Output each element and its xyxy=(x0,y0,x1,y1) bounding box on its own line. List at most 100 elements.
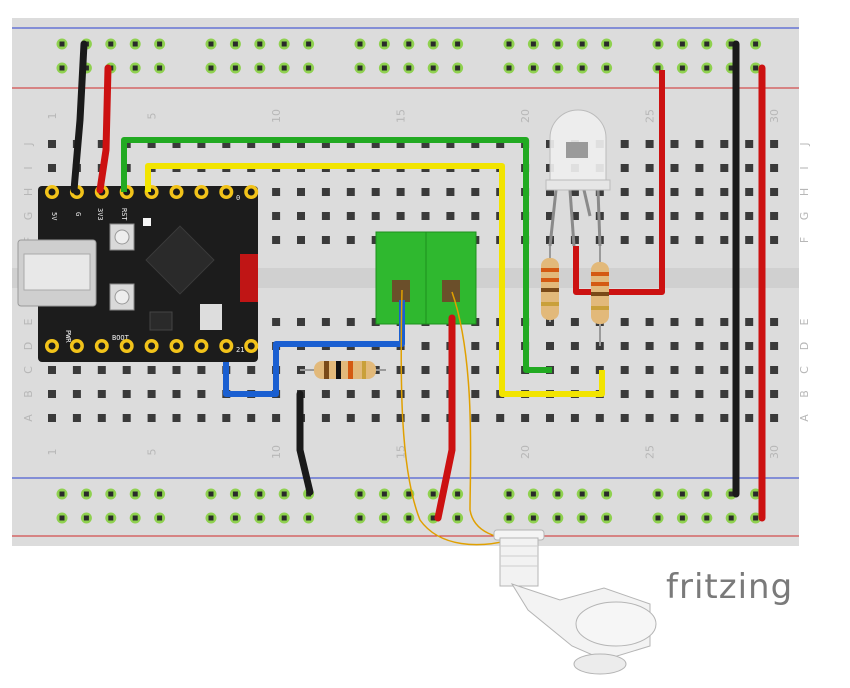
rail-hole-center xyxy=(655,65,661,71)
breadboard-hole xyxy=(645,140,654,148)
breadboard-hole xyxy=(471,140,480,148)
breadboard-hole xyxy=(695,366,704,374)
breadboard-hole xyxy=(645,318,654,326)
breadboard-hole xyxy=(272,414,281,422)
breadboard-hole xyxy=(122,390,131,398)
rail-hole-center xyxy=(753,491,759,497)
breadboard-hole xyxy=(695,212,704,220)
breadboard-hole xyxy=(546,188,554,196)
rail-hole-center xyxy=(753,41,759,47)
rail-hole-center xyxy=(208,491,214,497)
column-label: 10 xyxy=(270,109,283,123)
antenna xyxy=(240,254,258,302)
breadboard-hole xyxy=(620,318,629,326)
breadboard-hole xyxy=(396,188,405,196)
breadboard-hole xyxy=(770,390,779,398)
breadboard-hole xyxy=(645,342,654,350)
row-label: E xyxy=(22,318,35,325)
breadboard-hole xyxy=(97,140,106,148)
rail-hole-center xyxy=(604,41,610,47)
row-label: D xyxy=(22,342,35,350)
column-label: 25 xyxy=(644,445,657,459)
breadboard-hole xyxy=(147,366,156,374)
rail-hole-center xyxy=(281,41,287,47)
mcu-pin-hole xyxy=(98,342,106,350)
row-label: C xyxy=(798,366,811,374)
rail-hole-center xyxy=(381,41,387,47)
column-label: 5 xyxy=(146,113,159,120)
breadboard-hole xyxy=(720,366,729,374)
breadboard-hole xyxy=(446,140,455,148)
row-label: I xyxy=(22,166,35,169)
column-label: 25 xyxy=(644,109,657,123)
rail-hole-center xyxy=(232,65,238,71)
breadboard-hole xyxy=(720,212,729,220)
breadboard-hole xyxy=(371,140,380,148)
breadboard-hole xyxy=(72,366,81,374)
rail-hole-center xyxy=(157,491,163,497)
row-label: G xyxy=(798,212,811,221)
breadboard-hole xyxy=(48,414,56,422)
rail-hole-center xyxy=(208,41,214,47)
wire-red-power-top xyxy=(96,64,112,194)
breadboard-hole xyxy=(620,140,629,148)
breadboard-hole xyxy=(745,390,754,398)
breadboard-hole xyxy=(670,342,679,350)
breadboard-hole xyxy=(546,414,554,422)
breadboard-hole xyxy=(122,366,131,374)
breadboard-hole xyxy=(670,188,679,196)
breadboard-hole xyxy=(421,342,430,350)
mcu-pin-hole xyxy=(48,342,56,350)
row-label: A xyxy=(22,414,35,422)
breadboard-hole xyxy=(745,366,754,374)
breadboard-hole xyxy=(371,212,380,220)
breadboard-hole xyxy=(421,140,430,148)
breadboard-hole xyxy=(770,318,779,326)
breadboard-hole xyxy=(297,212,305,220)
breadboard-hole xyxy=(396,140,405,148)
breadboard-hole xyxy=(570,342,579,350)
breadboard-hole xyxy=(272,140,281,148)
wire-red-led-resistor xyxy=(573,70,665,295)
breadboard-hole xyxy=(471,414,480,422)
rail-hole-center xyxy=(232,515,238,521)
rail-hole-center xyxy=(430,65,436,71)
mcu-chip xyxy=(145,225,215,295)
breadboard-hole xyxy=(496,414,505,422)
breadboard-hole xyxy=(770,342,779,350)
breadboard-hole xyxy=(147,390,156,398)
rail-hole-center xyxy=(257,515,263,521)
rail-hole-center xyxy=(530,65,536,71)
rail-hole-center xyxy=(83,65,89,71)
breadboard-hole xyxy=(695,318,704,326)
breadboard-hole xyxy=(222,414,231,422)
breadboard-hole xyxy=(321,140,330,148)
breadboard-hole xyxy=(645,212,654,220)
breadboard-hole xyxy=(247,366,256,374)
breadboard-hole xyxy=(321,390,330,398)
column-label: 1 xyxy=(46,113,59,120)
breadboard-hole xyxy=(770,212,779,220)
rgb-led xyxy=(545,109,611,247)
rail-hole-center xyxy=(406,65,412,71)
float-switch-lead-2 xyxy=(451,291,515,541)
pin-label-g: G xyxy=(74,212,82,216)
breadboard-hole xyxy=(297,236,305,244)
breadboard-hole xyxy=(695,390,704,398)
breadboard-hole xyxy=(346,212,355,220)
breadboard-hole xyxy=(72,390,81,398)
column-label: 20 xyxy=(519,109,532,123)
breadboard-hole xyxy=(745,212,754,220)
breadboard-hole xyxy=(720,318,729,326)
breadboard-hole xyxy=(570,414,579,422)
breadboard-hole xyxy=(471,366,480,374)
wire-yellow-signal xyxy=(145,163,605,397)
breadboard-hole xyxy=(197,414,206,422)
rail-hole-center xyxy=(455,65,461,71)
mcu-pin-hole xyxy=(222,342,230,350)
mcu-pin-hole xyxy=(48,188,56,196)
breadboard-hole xyxy=(421,188,430,196)
breadboard-hole xyxy=(770,414,779,422)
rail-hole-center xyxy=(655,491,661,497)
breadboard-hole xyxy=(695,342,704,350)
